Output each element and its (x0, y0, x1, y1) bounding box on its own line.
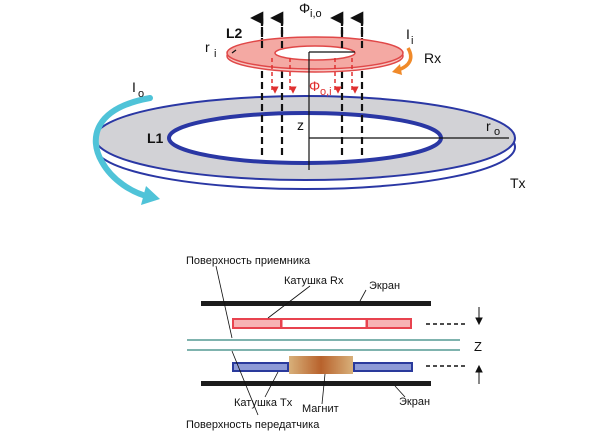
axes (231, 49, 509, 170)
top-coil-diagram: L2 r i Φ i,o I i Rx Φ o,i I o L1 z r o T… (92, 0, 526, 205)
rx-coil-ring (226, 36, 404, 73)
label-io-sub: o (138, 88, 144, 100)
label-phi-io: Φ (299, 0, 310, 16)
receiver-surface-label: Поверхность приемника (186, 255, 311, 267)
label-ri: r (205, 39, 210, 55)
label-ri-sub: i (214, 48, 216, 60)
tx-coil-section (232, 362, 413, 372)
label-rx: Rx (424, 50, 441, 66)
z-label: Z (474, 339, 482, 354)
label-tx: Tx (510, 175, 526, 191)
magnet-block (289, 356, 353, 374)
screen-bottom-label: Экран (399, 396, 430, 408)
cross-section-diagram: Z Поверхность приемника Катушка Rx Экран… (186, 255, 483, 431)
label-ii-sub: i (411, 35, 413, 47)
screen-top-label: Экран (369, 280, 400, 292)
transmitter-surface-label: Поверхность передатчика (186, 419, 320, 431)
label-ro-sub: o (494, 126, 500, 138)
current-io-arrow (92, 95, 160, 205)
magnet-label: Магнит (302, 403, 339, 415)
label-z: z (297, 117, 304, 133)
tx-coil-label: Катушка Tx (234, 397, 293, 409)
screen-top-bar (201, 301, 431, 306)
top-labels: L2 r i Φ i,o I i Rx Φ o,i I o L1 z r o T… (132, 0, 526, 191)
label-l1: L1 (147, 130, 164, 146)
z-dimension (475, 307, 483, 384)
leader-lines (215, 265, 406, 416)
screen-bottom-bar (201, 381, 431, 386)
rx-coil-label: Катушка Rx (284, 275, 344, 287)
dimension-lines (426, 323, 468, 367)
tx-coil-ring (94, 95, 516, 190)
label-ro: r (486, 118, 491, 134)
rx-coil-section (232, 318, 412, 329)
current-ii-arrow (392, 47, 413, 75)
label-io: I (132, 79, 136, 95)
label-ii: I (406, 26, 410, 42)
label-phi-oi: Φ (309, 78, 320, 94)
return-flux-lines (271, 58, 359, 94)
label-l2: L2 (226, 25, 243, 41)
label-phi-io-sub: i,o (310, 8, 322, 20)
label-phi-oi-sub: o,i (320, 86, 332, 98)
